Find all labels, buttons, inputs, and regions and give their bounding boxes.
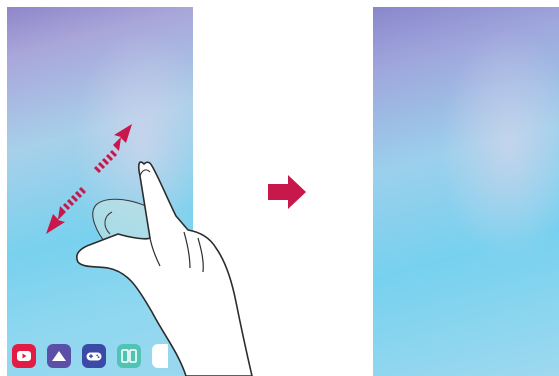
gamepad-icon <box>82 344 106 368</box>
dual-window-app-icon[interactable] <box>117 344 141 368</box>
gallery-app-icon[interactable] <box>47 344 71 368</box>
youtube-app-icon[interactable] <box>12 344 36 368</box>
wallpaper-glow <box>439 27 559 267</box>
app-icon[interactable] <box>152 344 168 368</box>
right-arrow-icon <box>268 172 308 212</box>
split-screen-icon <box>117 344 141 368</box>
play-icon <box>12 344 36 368</box>
game-app-icon[interactable] <box>82 344 106 368</box>
wallpaper-glow <box>73 27 193 267</box>
mountain-icon <box>47 344 71 368</box>
home-screen-before <box>7 7 193 376</box>
home-screen-after <box>373 7 559 376</box>
